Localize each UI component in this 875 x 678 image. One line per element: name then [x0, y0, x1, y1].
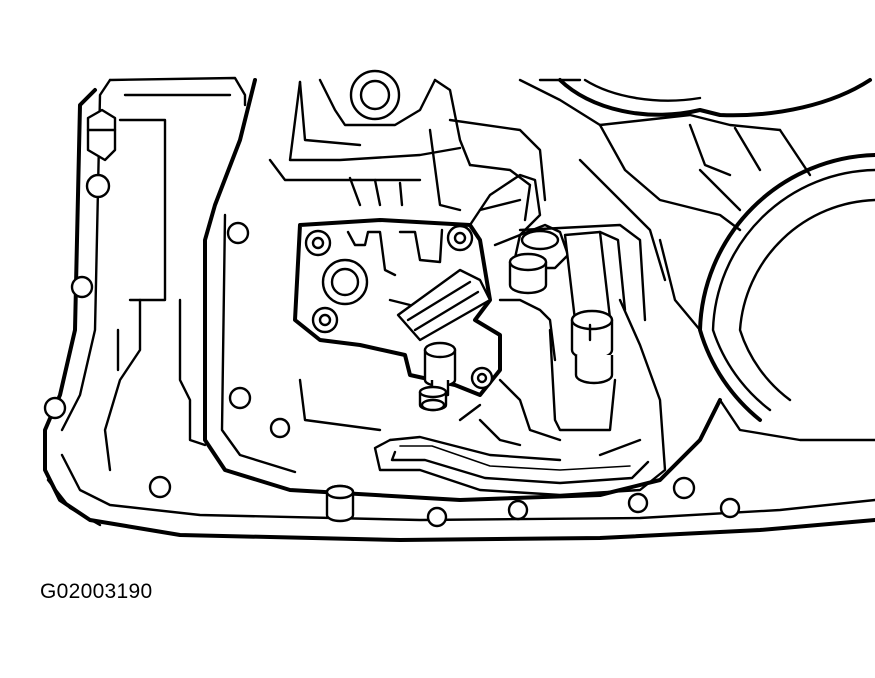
bolt-and-pistons — [498, 223, 647, 442]
figure-code-label: G02003190 — [40, 580, 153, 603]
valve-body-plate — [203, 78, 741, 528]
housing-outline — [43, 76, 875, 542]
transmission-valve-body-illustration — [43, 69, 875, 542]
solenoid-connector — [418, 341, 457, 412]
upper-casting — [268, 69, 602, 222]
lower-fluid-passage — [298, 298, 696, 500]
converter-housing-bore — [658, 153, 875, 442]
top-right-casting — [558, 78, 872, 282]
solenoid-bracket — [293, 173, 542, 397]
